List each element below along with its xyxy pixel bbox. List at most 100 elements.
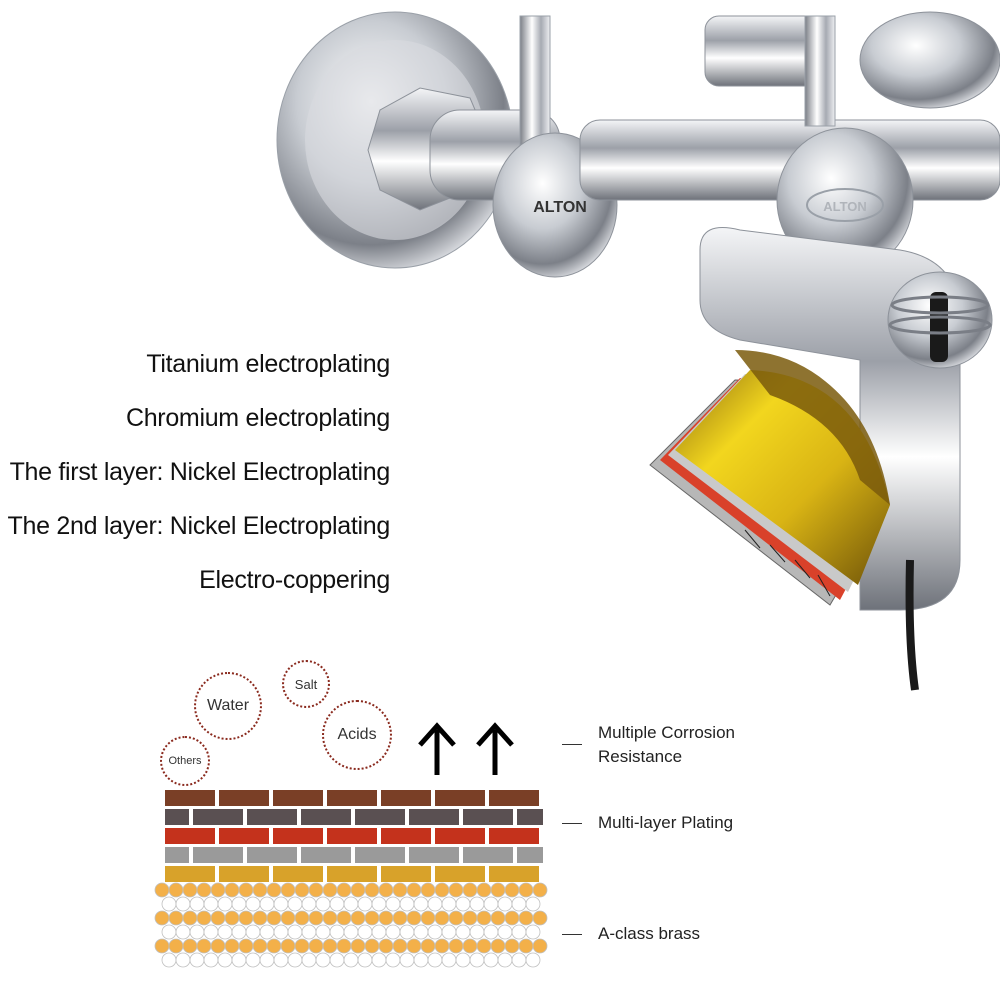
plating-brick [489, 790, 539, 806]
brass-dot [434, 938, 450, 954]
brass-dot [406, 882, 422, 898]
brass-dot [189, 896, 205, 912]
brass-dot [224, 938, 240, 954]
brass-dot [455, 896, 471, 912]
plating-brick [219, 828, 269, 844]
plating-brick [517, 847, 543, 863]
plating-brick [381, 828, 431, 844]
plating-sheet [649, 350, 890, 606]
brass-dot [490, 938, 506, 954]
brass-dot [350, 938, 366, 954]
brass-dot [413, 924, 429, 940]
brass-dot [203, 924, 219, 940]
label-multi-layer-plating: Multi-layer Plating [598, 813, 734, 832]
brand-logo-left: ALTON [533, 199, 587, 216]
brass-dot [469, 952, 485, 968]
plating-brick [165, 847, 189, 863]
plating-brick [219, 866, 269, 882]
brass-dot [343, 924, 359, 940]
brass-dot [294, 938, 310, 954]
brass-dot [280, 882, 296, 898]
brass-dot [385, 924, 401, 940]
brass-dot [399, 924, 415, 940]
brass-dot [315, 952, 331, 968]
plating-brick [327, 828, 377, 844]
brass-dot [189, 924, 205, 940]
plating-brick [301, 847, 351, 863]
brass-dot [364, 910, 380, 926]
plating-brick [165, 790, 215, 806]
brass-dot [161, 952, 177, 968]
brass-dot [504, 882, 520, 898]
brass-dot [371, 924, 387, 940]
shower-hose [905, 559, 919, 691]
brass-dot [175, 896, 191, 912]
brass-dot [392, 882, 408, 898]
brass-dot [154, 938, 170, 954]
brass-dot [525, 896, 541, 912]
brass-dot [287, 952, 303, 968]
brass-dot [483, 952, 499, 968]
brass-dot [476, 882, 492, 898]
brass-dots [154, 882, 548, 968]
brass-dot [392, 910, 408, 926]
brass-dot [273, 952, 289, 968]
brass-dot [357, 896, 373, 912]
layer-label-titanium: Titanium electroplating [146, 350, 390, 378]
brass-dot [434, 882, 450, 898]
brass-dot [427, 924, 443, 940]
brass-dot [469, 924, 485, 940]
brass-dot [511, 952, 527, 968]
plating-brick [355, 847, 405, 863]
brass-dot [182, 910, 198, 926]
left-valve-stem [519, 15, 551, 157]
brass-dot [196, 938, 212, 954]
brass-dot [294, 882, 310, 898]
brass-dot [154, 910, 170, 926]
up-arrow-icon [418, 722, 456, 775]
brass-dot [182, 938, 198, 954]
brass-dot [364, 882, 380, 898]
label-corrosion-resistance: Multiple Corrosion Resistance [598, 723, 735, 766]
brass-dot [329, 952, 345, 968]
plating-brick [381, 790, 431, 806]
plating-brick [463, 847, 513, 863]
brass-dot [518, 882, 534, 898]
brass-dot [259, 952, 275, 968]
brass-dot [357, 924, 373, 940]
layer-label-chromium: Chromium electroplating [125, 404, 390, 432]
brass-dot [518, 938, 534, 954]
brass-dot [399, 896, 415, 912]
brass-dot [273, 896, 289, 912]
resistance-arrows [418, 722, 514, 775]
brass-dot [420, 910, 436, 926]
brass-dot [518, 910, 534, 926]
plating-brick [165, 866, 215, 882]
brass-dot [308, 882, 324, 898]
brass-dot [378, 882, 394, 898]
brass-dot [322, 910, 338, 926]
brass-dot [224, 882, 240, 898]
brass-dot [420, 938, 436, 954]
brass-dot [350, 882, 366, 898]
brass-dot [189, 952, 205, 968]
brand-logo-right: ALTON [823, 199, 867, 214]
brass-dot [406, 910, 422, 926]
brass-dot [448, 882, 464, 898]
plating-brick [463, 809, 513, 825]
brass-dot [378, 910, 394, 926]
brass-dot [462, 882, 478, 898]
brass-dot [308, 910, 324, 926]
plating-brick [273, 828, 323, 844]
brass-dot [224, 910, 240, 926]
brass-dot [385, 952, 401, 968]
plating-brick [219, 790, 269, 806]
brass-dot [504, 910, 520, 926]
threat-water: Water [194, 672, 262, 740]
brass-dot [392, 938, 408, 954]
brass-dot [252, 910, 268, 926]
plating-bricks [165, 790, 543, 882]
brass-dot [413, 952, 429, 968]
brass-dot [231, 952, 247, 968]
brass-dot [287, 924, 303, 940]
